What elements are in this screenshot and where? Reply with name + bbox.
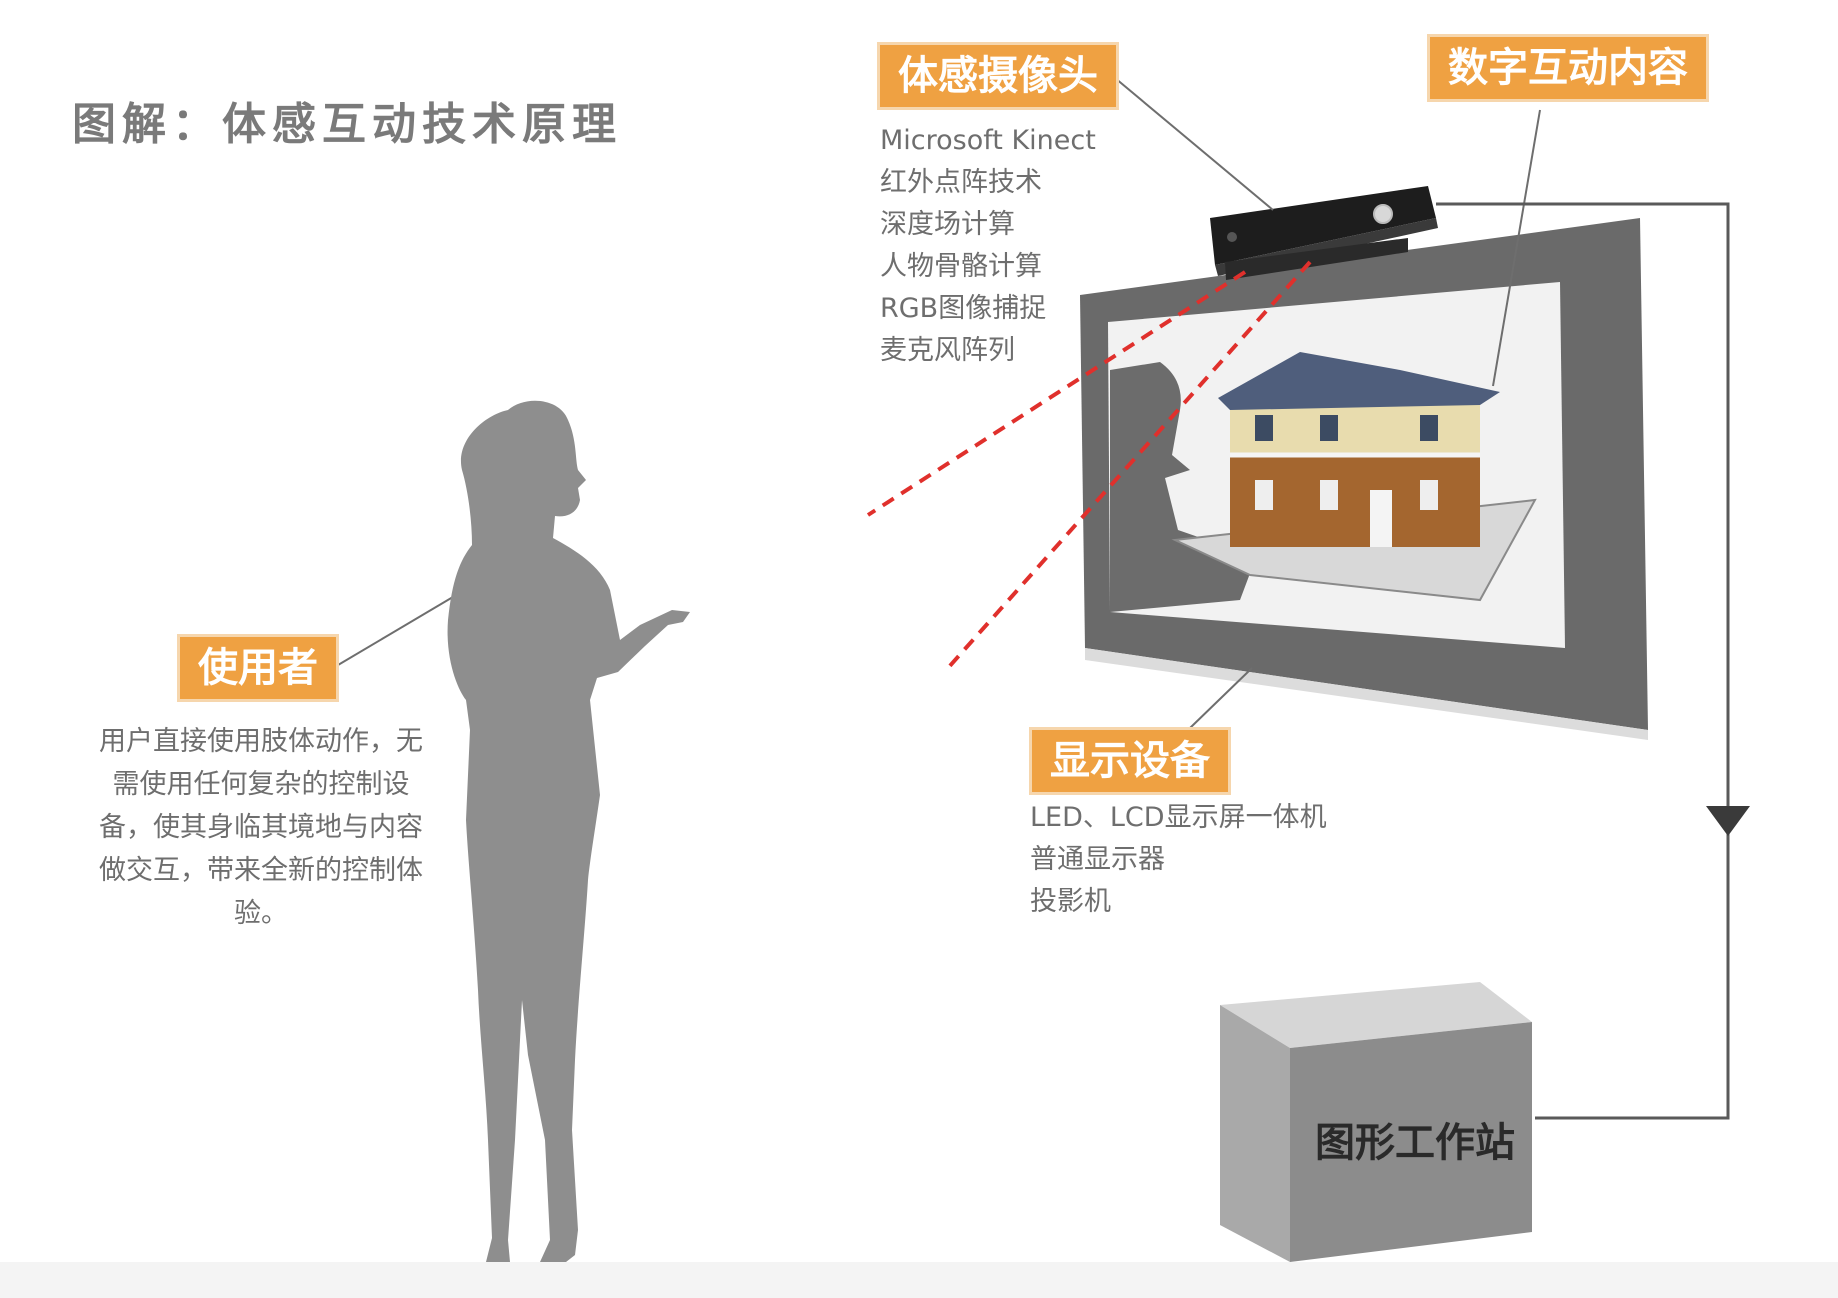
floor-shade bbox=[0, 1262, 1838, 1298]
camera-tag: 体感摄像头 bbox=[880, 45, 1116, 107]
camera-feature-item: 人物骨骼计算 bbox=[880, 251, 1042, 282]
camera-feature-item: 红外点阵技术 bbox=[880, 167, 1042, 198]
person-silhouette-icon bbox=[447, 400, 690, 1262]
xbox-logo-icon bbox=[1373, 204, 1393, 224]
display-type-item: 投影机 bbox=[1030, 886, 1111, 917]
connection-line bbox=[1436, 202, 1750, 1120]
page-title: 图解：体感互动技术原理 bbox=[72, 99, 622, 150]
camera-feature-item: 麦克风阵列 bbox=[880, 335, 1015, 366]
user-description: 用户直接使用肢体动作，无需使用任何复杂的控制设备，使其身临其境地与内容做交互，带… bbox=[99, 726, 423, 929]
user-tag: 使用者 bbox=[180, 637, 336, 699]
camera-feature-item: RGB图像捕捉 bbox=[880, 293, 1047, 324]
arrow-down-icon bbox=[1706, 806, 1750, 836]
workstation-label: 图形工作站 bbox=[1315, 1120, 1515, 1166]
display-type-item: 普通显示器 bbox=[1030, 844, 1165, 875]
camera-feature-item: 深度场计算 bbox=[880, 209, 1015, 240]
content-tag: 数字互动内容 bbox=[1430, 37, 1706, 99]
house-model-icon bbox=[1171, 352, 1537, 602]
sensing-beams bbox=[866, 260, 1312, 670]
display-type-item: LED、LCD显示屏一体机 bbox=[1030, 802, 1327, 833]
display-tag: 显示设备 bbox=[1032, 730, 1228, 792]
camera-feature-list: Microsoft Kinect 红外点阵技术 深度场计算 人物骨骼计算 RGB… bbox=[880, 120, 1096, 372]
display-type-list: LED、LCD显示屏一体机 普通显示器 投影机 bbox=[1030, 797, 1327, 923]
workstation-box-icon bbox=[1220, 982, 1532, 1262]
camera-feature-item: Microsoft Kinect bbox=[880, 125, 1096, 156]
